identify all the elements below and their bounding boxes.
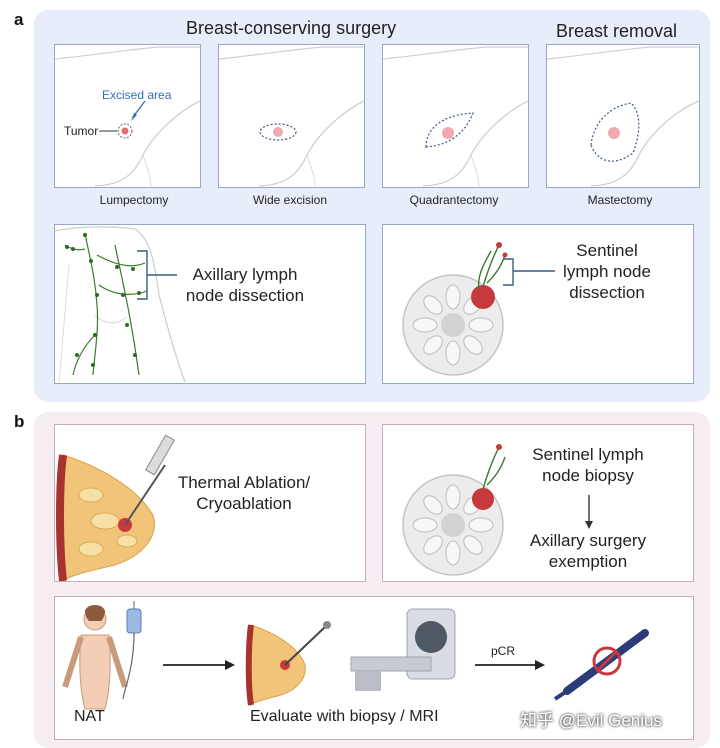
iv-bag-icon [122, 601, 142, 700]
thermal-ablation-figure [54, 424, 366, 582]
biopsy-breast-icon [245, 621, 331, 707]
slnb-line-2: node biopsy [542, 466, 634, 485]
sentinel-line-2: lymph node [563, 262, 651, 281]
exempt-line-2: exemption [548, 552, 628, 571]
sentinel-dissection-label: Sentinel lymph node dissection [552, 240, 662, 303]
caption-wide-excision: Wide excision [252, 193, 328, 207]
sentinel-dissection-figure [382, 224, 694, 384]
caption-lumpectomy: Lumpectomy [99, 193, 169, 207]
panel-a-label: a [14, 10, 24, 29]
lumpectomy-figure [54, 44, 201, 188]
panel-b-label: b [14, 412, 25, 431]
sentinel-line-3: dissection [569, 283, 645, 302]
excised-area-label: Excised area [102, 88, 172, 102]
no-surgery-icon [553, 629, 649, 701]
caption-mastectomy: Mastectomy [587, 193, 653, 207]
mastectomy-figure [546, 44, 700, 188]
thermal-line-1: Thermal Ablation/ [177, 473, 311, 492]
axillary-line-1: Axillary lymph [192, 265, 298, 284]
watermark: 知乎 @Evil Genius [520, 711, 662, 730]
patient-icon [62, 605, 128, 710]
tumor-label: Tumor [64, 124, 99, 138]
pcr-label: pCR [491, 644, 516, 658]
slnb-figure [382, 424, 694, 582]
exempt-line-1: Axillary surgery [529, 531, 647, 550]
axillary-exemption-label: Axillary surgery exemption [514, 530, 662, 572]
breast-conserving-title: Breast-conserving surgery [186, 18, 397, 38]
thermal-ablation-label: Thermal Ablation/ Cryoablation [164, 472, 324, 514]
axillary-dissection-label: Axillary lymph node dissection [180, 264, 310, 306]
caption-quadrantectomy: Quadrantectomy [409, 193, 499, 207]
thermal-line-2: Cryoablation [196, 494, 292, 513]
wide-excision-figure [218, 44, 365, 188]
quadrantectomy-figure [382, 44, 529, 188]
nat-label: NAT [74, 708, 105, 725]
axillary-line-2: node dissection [185, 286, 305, 305]
slnb-label: Sentinel lymph node biopsy [518, 444, 658, 486]
breast-removal-title: Breast removal [556, 21, 678, 41]
slnb-line-1: Sentinel lymph [532, 445, 644, 464]
sentinel-line-1: Sentinel [576, 241, 638, 260]
mri-scanner-icon [350, 608, 456, 691]
axillary-dissection-figure [54, 224, 366, 384]
evaluate-label: Evaluate with biopsy / MRI [250, 708, 439, 725]
nat-workflow-figure [54, 596, 694, 740]
